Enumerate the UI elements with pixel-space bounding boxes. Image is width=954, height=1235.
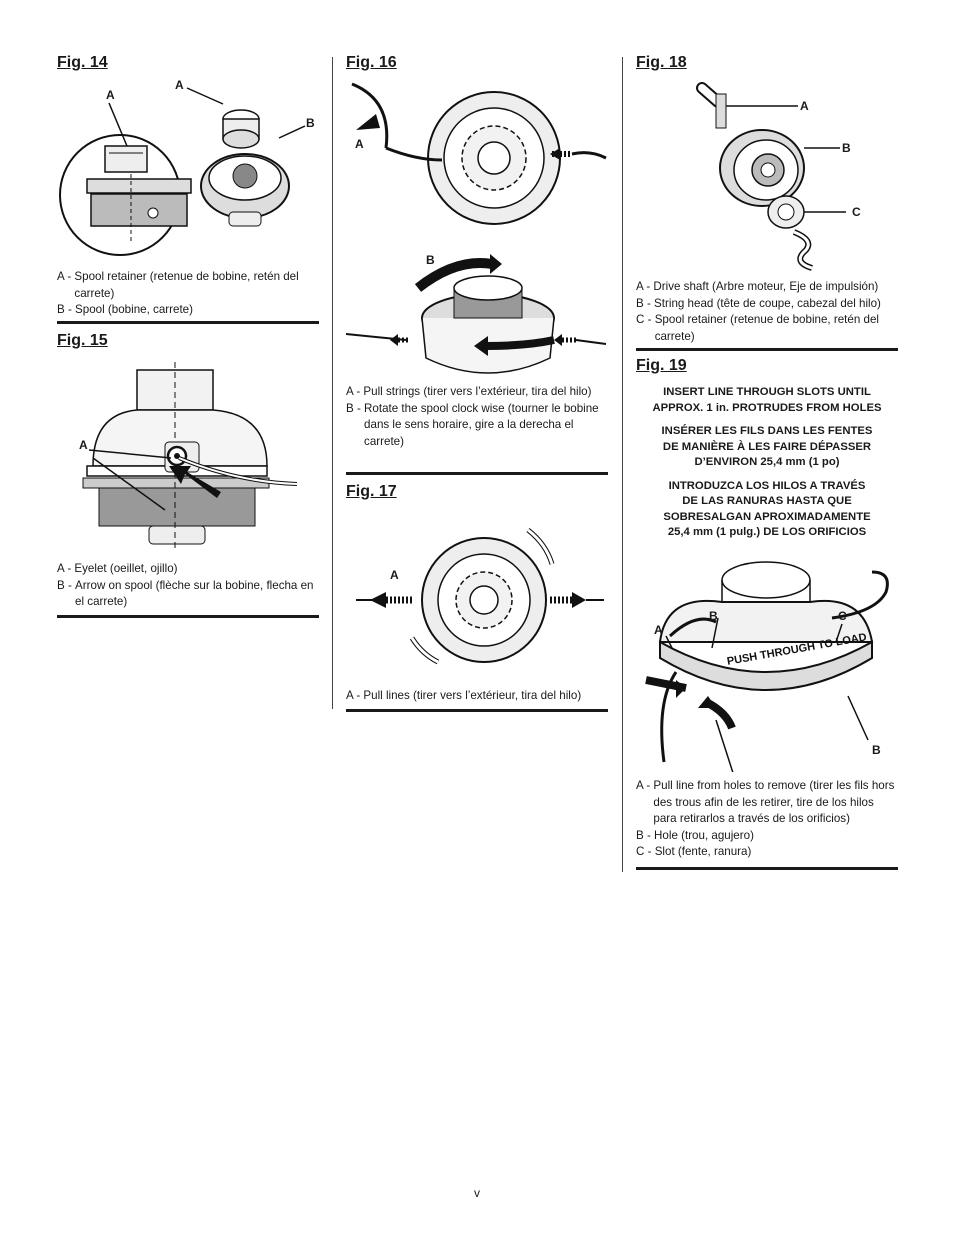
fig16-label-b: B	[426, 253, 435, 267]
caption-key: A -	[57, 562, 75, 575]
fig15-captions: A - Eyelet (oeillet, ojillo) B - Arrow o…	[57, 561, 319, 611]
caption-key: C -	[636, 845, 655, 858]
fig16-captions: A - Pull strings (tirer vers l’extérieur…	[346, 384, 608, 450]
fig15-rule	[57, 615, 319, 618]
fig15-illustration: A B	[79, 362, 298, 552]
fig19-caption-a: A - Pull line from holes to remove (tire…	[636, 778, 898, 828]
fig16-rule	[346, 472, 608, 475]
fig18-captions: A - Drive shaft (Arbre moteur, Eje de im…	[636, 279, 898, 345]
caption-key: B -	[346, 401, 365, 415]
caption-key: A -	[346, 385, 364, 398]
fig18-caption-c: C - Spool retainer (retenue de bobine, r…	[636, 312, 898, 345]
fig17-rule	[346, 709, 608, 712]
column-divider-2	[622, 57, 623, 872]
caption-key: A -	[636, 280, 654, 293]
caption-text: Pull strings (tirer vers l’extérieur, ti…	[363, 385, 592, 398]
fig14-title: Fig. 14	[57, 54, 108, 71]
caption-text: Eyelet (oeillet, ojillo)	[74, 562, 178, 575]
fig14-rule	[57, 321, 319, 324]
fig19-label-a: A	[654, 623, 663, 637]
fig14-illustration: A A B	[59, 78, 315, 256]
fig19-label-b2: B	[872, 743, 881, 757]
caption-key: B -	[57, 303, 76, 316]
fig18-caption-a: A - Drive shaft (Arbre moteur, Eje de im…	[636, 279, 898, 296]
fig14-label-a2: A	[175, 78, 184, 92]
fig18-label-a: A	[800, 99, 809, 113]
caption-text: Slot (fente, ranura)	[654, 845, 752, 858]
fig16-illustration: A B	[346, 82, 607, 374]
fig19-title: Fig. 19	[636, 357, 687, 374]
column-divider-1	[332, 57, 333, 709]
fig15-caption-a: A - Eyelet (oeillet, ojillo)	[57, 561, 319, 578]
fig19-caption-c: C - Slot (fente, ranura)	[636, 844, 898, 861]
fig19-instruction-en: INSERT LINE THROUGH SLOTS UNTIL APPROX. …	[652, 386, 882, 414]
fig16-label-a: A	[355, 137, 364, 151]
fig19-label-b1: B	[709, 609, 718, 623]
caption-key: A -	[57, 270, 75, 283]
fig14-caption-b: B - Spool (bobine, carrete)	[57, 302, 319, 319]
caption-key: B -	[636, 828, 655, 842]
fig18-caption-b: B - String head (tête de coupe, cabezal …	[636, 296, 898, 313]
caption-key: A -	[346, 689, 364, 702]
fig15-title: Fig. 15	[57, 332, 108, 349]
caption-text: Spool (bobine, carrete)	[75, 303, 193, 316]
caption-text: String head (tête de coupe, cabezal del …	[654, 296, 881, 310]
caption-text: Pull line from holes to remove (tirer le…	[653, 779, 895, 825]
page-number: v	[474, 1186, 480, 1200]
caption-text: Pull lines (tirer vers l’extérieur, tira…	[363, 689, 582, 702]
fig14-caption-a: A - Spool retainer (retenue de bobine, r…	[57, 269, 319, 302]
fig19-instructions: INSERT LINE THROUGH SLOTS UNTIL APPROX. …	[636, 385, 898, 549]
fig19-instruction-es: INTRODUZCA LOS HILOS A TRAVÉS DE LAS RAN…	[663, 479, 871, 539]
fig19-illustration: PUSH THROUGH TO LOAD A B C B C	[645, 561, 889, 772]
fig16-caption-a: A - Pull strings (tirer vers l’extérieur…	[346, 384, 608, 401]
fig18-title: Fig. 18	[636, 54, 687, 71]
fig17-captions: A - Pull lines (tirer vers l’extérieur, …	[346, 688, 608, 705]
fig15-caption-b: B - Arrow on spool (flèche sur la bobine…	[57, 578, 319, 611]
caption-text: Drive shaft (Arbre moteur, Eje de impuls…	[653, 280, 879, 293]
caption-text: Hole (trou, agujero)	[654, 828, 754, 842]
fig17-illustration: A	[356, 528, 604, 665]
fig18-illustration: A B C	[696, 82, 861, 271]
fig17-label-a: A	[390, 568, 399, 582]
fig14-label-b: B	[306, 116, 315, 130]
caption-text: Rotate the spool clock wise (tourner le …	[364, 401, 599, 448]
fig14-captions: A - Spool retainer (retenue de bobine, r…	[57, 269, 319, 319]
caption-text: Spool retainer (retenue de bobine, retén…	[74, 270, 299, 300]
caption-text: Arrow on spool (flèche sur la bobine, fl…	[75, 578, 314, 609]
caption-key: B -	[636, 296, 655, 310]
fig16-title: Fig. 16	[346, 54, 397, 71]
fig19-label-c1: C	[838, 609, 847, 623]
caption-key: B -	[57, 578, 76, 592]
fig17-caption-a: A - Pull lines (tirer vers l’extérieur, …	[346, 688, 608, 705]
fig15-label-a: A	[79, 438, 88, 452]
fig19-rule	[636, 867, 898, 870]
fig17-title: Fig. 17	[346, 483, 397, 500]
fig19-caption-b: B - Hole (trou, agujero)	[636, 828, 898, 845]
caption-key: C -	[636, 313, 655, 326]
fig19-instruction-fr: INSÉRER LES FILS DANS LES FENTES DE MANI…	[661, 425, 873, 468]
caption-text: Spool retainer (retenue de bobine, retén…	[654, 313, 879, 343]
fig16-caption-b: B - Rotate the spool clock wise (tourner…	[346, 401, 608, 451]
fig19-captions: A - Pull line from holes to remove (tire…	[636, 778, 898, 861]
fig18-label-c: C	[852, 205, 861, 219]
fig18-rule	[636, 348, 898, 351]
fig18-label-b: B	[842, 141, 851, 155]
caption-key: A -	[636, 779, 654, 792]
fig14-label-a1: A	[106, 88, 115, 102]
